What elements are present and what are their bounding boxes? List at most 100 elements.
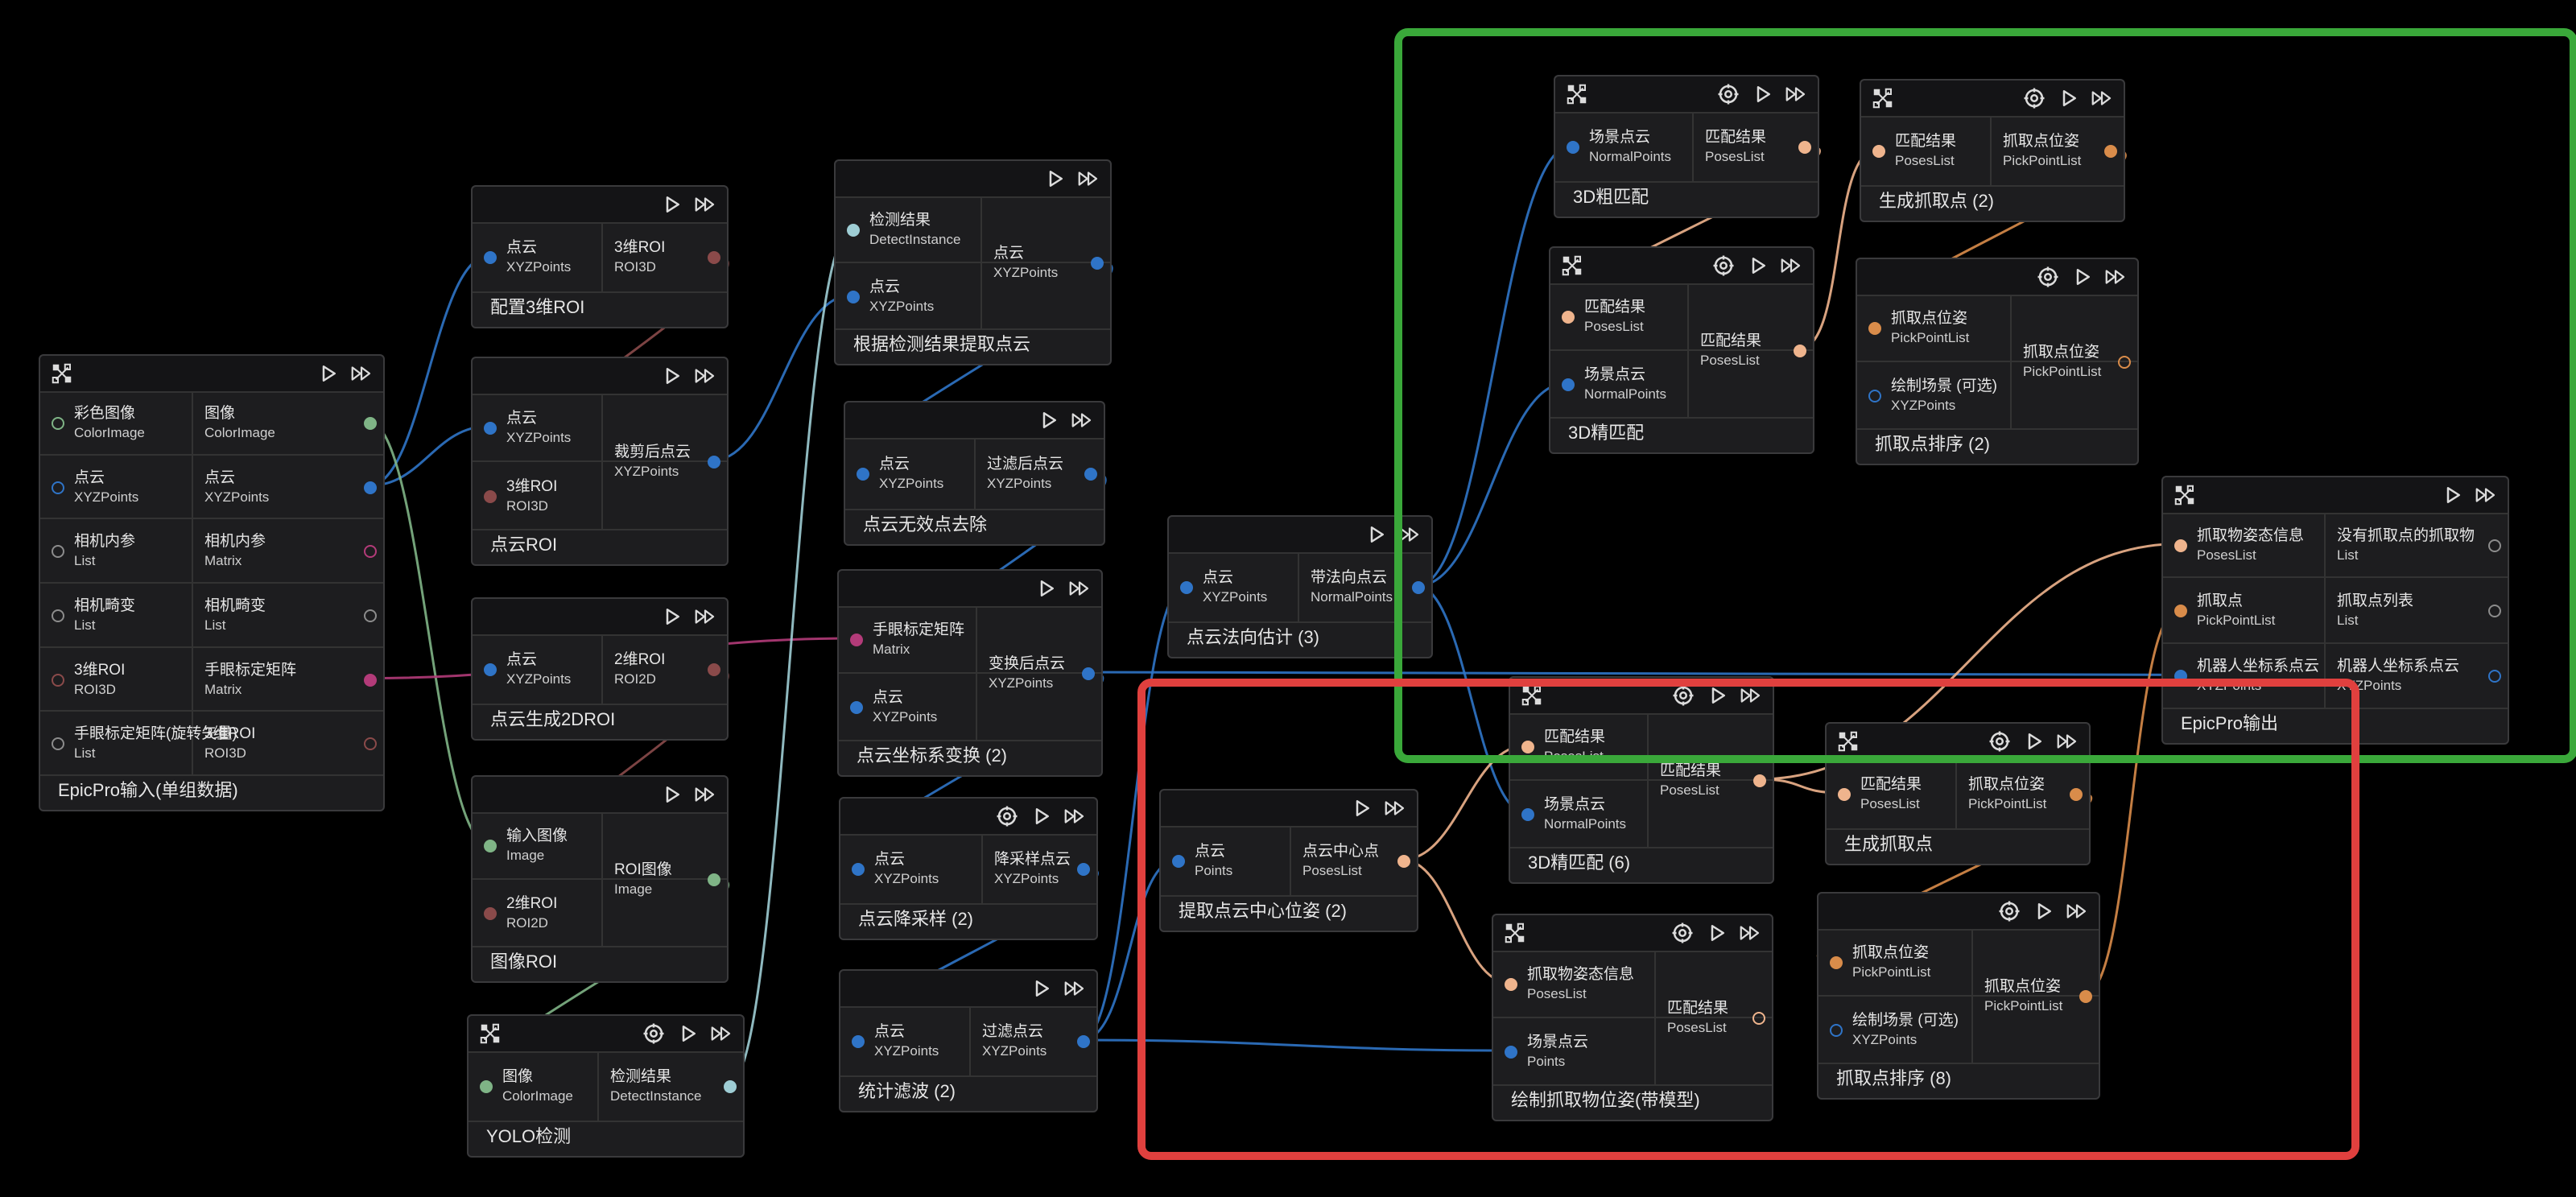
input-port-dot[interactable] xyxy=(1838,788,1851,801)
input-port-dot[interactable] xyxy=(1505,978,1517,991)
output-port-dot[interactable] xyxy=(1082,667,1095,680)
play-icon[interactable] xyxy=(1029,804,1053,828)
play-icon[interactable] xyxy=(1705,683,1729,708)
gear-icon[interactable] xyxy=(642,1022,666,1046)
input-port-dot[interactable] xyxy=(847,223,860,237)
play-icon[interactable] xyxy=(1745,254,1769,278)
play-icon[interactable] xyxy=(659,782,683,807)
step-icon[interactable] xyxy=(709,1022,733,1046)
node-header[interactable] xyxy=(473,187,727,224)
output-port-dot[interactable] xyxy=(1084,468,1097,481)
node-header[interactable] xyxy=(469,1016,743,1053)
node-header[interactable] xyxy=(2163,477,2508,514)
input-port-dot[interactable] xyxy=(480,1080,493,1093)
play-icon[interactable] xyxy=(2440,483,2464,507)
input-port-dot[interactable] xyxy=(52,737,64,751)
input-port-dot[interactable] xyxy=(1868,322,1881,335)
play-icon[interactable] xyxy=(1036,408,1060,432)
node-header[interactable] xyxy=(1510,678,1773,715)
play-icon[interactable] xyxy=(316,361,340,386)
play-icon[interactable] xyxy=(1029,976,1053,1001)
output-port-dot[interactable] xyxy=(364,481,377,494)
output-port-dot[interactable] xyxy=(708,251,720,264)
input-port-dot[interactable] xyxy=(1872,145,1885,158)
step-icon[interactable] xyxy=(1067,576,1092,601)
input-port-dot[interactable] xyxy=(857,468,869,481)
play-icon[interactable] xyxy=(659,192,683,217)
output-port-dot[interactable] xyxy=(1412,581,1425,594)
step-icon[interactable] xyxy=(1738,921,1762,945)
output-port-dot[interactable] xyxy=(364,545,377,559)
gear-icon[interactable] xyxy=(1988,729,2012,753)
output-port-dot[interactable] xyxy=(2070,788,2083,801)
gear-icon[interactable] xyxy=(995,804,1019,828)
input-port-dot[interactable] xyxy=(1521,808,1534,821)
step-icon[interactable] xyxy=(1063,976,1087,1001)
gear-icon[interactable] xyxy=(1716,82,1740,106)
step-icon[interactable] xyxy=(693,782,717,807)
input-port-dot[interactable] xyxy=(852,1035,865,1048)
output-port-dot[interactable] xyxy=(1397,855,1410,868)
output-port-dot[interactable] xyxy=(708,456,720,468)
play-icon[interactable] xyxy=(659,605,683,629)
step-icon[interactable] xyxy=(693,605,717,629)
step-icon[interactable] xyxy=(2103,265,2128,289)
input-port-dot[interactable] xyxy=(484,663,497,676)
input-port-dot[interactable] xyxy=(1180,581,1193,594)
input-port-dot[interactable] xyxy=(1567,141,1579,154)
step-icon[interactable] xyxy=(1383,796,1407,820)
graph-icon[interactable] xyxy=(478,1022,502,1046)
output-port-dot[interactable] xyxy=(708,873,720,886)
input-port-dot[interactable] xyxy=(1562,378,1575,391)
graph-icon[interactable] xyxy=(1520,683,1544,708)
output-port-dot[interactable] xyxy=(1091,257,1104,270)
output-port-dot[interactable] xyxy=(1753,774,1766,787)
output-port-dot[interactable] xyxy=(1752,1012,1765,1025)
output-port-dot[interactable] xyxy=(364,609,377,622)
graph-icon[interactable] xyxy=(1560,254,1584,278)
node-header[interactable] xyxy=(839,571,1101,608)
gear-icon[interactable] xyxy=(1670,921,1695,945)
input-port-dot[interactable] xyxy=(850,634,863,646)
input-port-dot[interactable] xyxy=(52,416,64,430)
input-port-dot[interactable] xyxy=(1868,390,1881,402)
output-port-dot[interactable] xyxy=(1077,863,1090,876)
play-icon[interactable] xyxy=(2031,899,2055,923)
input-port-dot[interactable] xyxy=(484,907,497,920)
play-icon[interactable] xyxy=(675,1022,700,1046)
output-port-dot[interactable] xyxy=(2079,990,2092,1003)
step-icon[interactable] xyxy=(1397,522,1422,547)
step-icon[interactable] xyxy=(1784,82,1808,106)
output-port-dot[interactable] xyxy=(724,1080,737,1093)
output-port-dot[interactable] xyxy=(1077,1035,1090,1048)
output-port-dot[interactable] xyxy=(2104,145,2117,158)
output-port-dot[interactable] xyxy=(2488,605,2501,617)
play-icon[interactable] xyxy=(1364,522,1388,547)
input-port-dot[interactable] xyxy=(52,545,64,559)
node-header[interactable] xyxy=(1827,724,2089,761)
input-port-dot[interactable] xyxy=(2174,539,2187,552)
play-icon[interactable] xyxy=(1750,82,1774,106)
step-icon[interactable] xyxy=(2474,483,2498,507)
output-port-dot[interactable] xyxy=(708,663,720,676)
play-icon[interactable] xyxy=(1349,796,1373,820)
gear-icon[interactable] xyxy=(2022,86,2046,110)
input-port-dot[interactable] xyxy=(2174,605,2187,617)
input-port-dot[interactable] xyxy=(847,290,860,303)
